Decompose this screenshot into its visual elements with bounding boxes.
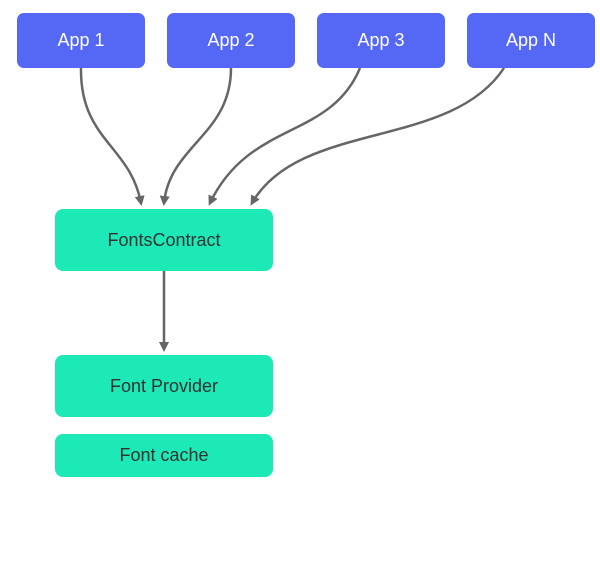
- font-provider-box: Font Provider: [55, 355, 273, 417]
- fonts-contract-label: FontsContract: [107, 229, 221, 250]
- arrow-app2-to-fontscontract: [159, 67, 233, 206]
- app-2-box: App 2: [167, 13, 295, 68]
- font-cache-box: Font cache: [55, 434, 273, 477]
- app-n-label: App N: [505, 30, 557, 50]
- arrow-appn-to-fontscontract: [250, 67, 506, 206]
- app-3-label: App 3: [357, 30, 405, 50]
- fonts-contract-box: FontsContract: [55, 209, 273, 271]
- app-1-label: App 1: [57, 30, 105, 50]
- app-3-box: App 3: [317, 13, 445, 68]
- arrow-app3-to-fontscontract: [208, 67, 362, 206]
- app-2-label: App 2: [207, 30, 255, 50]
- app-1-box: App 1: [17, 13, 145, 68]
- font-cache-label: Font cache: [119, 445, 209, 465]
- arrow-app1-to-fontscontract: [79, 67, 145, 206]
- app-n-box: App N: [467, 13, 595, 68]
- font-provider-label: Font Provider: [109, 375, 219, 396]
